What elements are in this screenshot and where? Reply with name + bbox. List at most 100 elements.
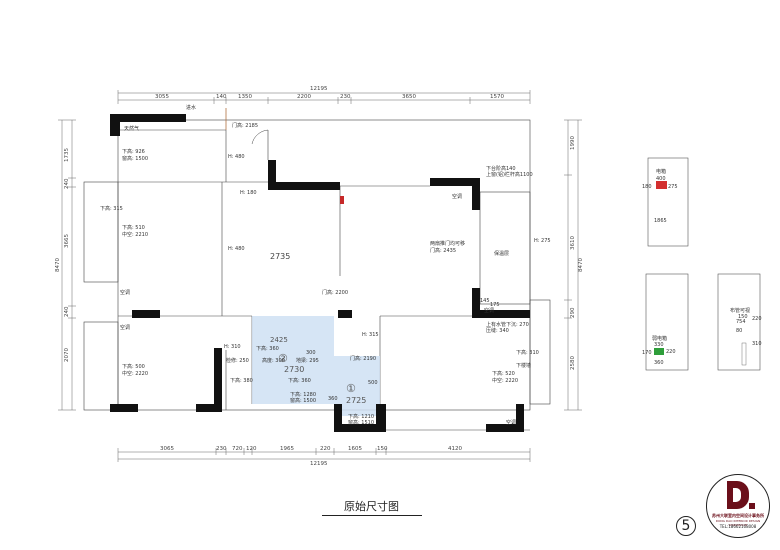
note-h310: H: 310: [224, 344, 241, 350]
bathroom-2-area: [252, 316, 334, 404]
note-balcony-door-h: 门高: 2435: [430, 247, 456, 254]
note-tianranqi: 天然气: [124, 125, 139, 132]
detail-weak-box: 弱电箱 330 170 220 360: [642, 273, 689, 371]
note-top-text-1: 下台阶高140: [486, 165, 516, 172]
right-dim-2: 3610: [570, 236, 576, 250]
note-h275: H: 275: [534, 238, 551, 244]
top-total-dim: 12195: [310, 86, 328, 92]
note-b1-beam1: 窗高: 1500: [290, 397, 316, 404]
detail-electric-box: 电箱 400 180 275 1865: [642, 157, 689, 247]
note-baowenceng: 保温层: [494, 250, 509, 257]
left-dim-2: 240: [64, 178, 70, 189]
note-fenxiang: 检修: 250: [226, 357, 249, 364]
detail-2-f: 310: [752, 341, 762, 347]
note-h480b: H: 480: [228, 246, 245, 252]
note-kitchen-down: 下高: 926: [122, 148, 145, 155]
bottom-dim-8: 150: [377, 446, 388, 452]
door-swing-arc: [251, 129, 269, 145]
note-br-down: 下高: 520: [492, 370, 515, 377]
bottom-dimensions: 3065 230 720 120 1965 220 1605 150 4120 …: [117, 446, 531, 467]
note-h180: H: 180: [240, 190, 257, 196]
top-dim-7: 1570: [490, 94, 504, 100]
logo-mark-icon: [727, 481, 749, 509]
logo-subtitle: DONG DAO INTERIOR DESIGN WORKROOM: [715, 519, 761, 527]
top-dim-2: 140: [216, 94, 227, 100]
circle-1: ①: [346, 382, 356, 395]
bottom-dim-3: 720: [232, 446, 243, 452]
note-b2-gaodu: 高度: 300: [262, 357, 285, 364]
left-dim-5: 2070: [64, 348, 70, 362]
page-number: 5: [676, 516, 696, 536]
bottom-dim-1: 3065: [160, 446, 174, 452]
detail-2-c: 754: [736, 319, 746, 325]
logo-dot-icon: [749, 503, 755, 509]
detail-pipe-view: 布管可视 150 754 220 80 310: [717, 273, 762, 371]
detail-2-b: 150: [738, 314, 748, 320]
left-dim-4: 240: [64, 306, 70, 317]
note-b2-down2: 下高: 360: [288, 377, 311, 384]
note-door2200: 门高: 2200: [322, 289, 348, 296]
note-n360: 360: [328, 396, 338, 402]
note-kitchen-beam: 窗高: 1500: [122, 155, 148, 162]
wall-marker: [340, 196, 344, 204]
note-down315: 下高: 315: [100, 205, 123, 212]
right-dim-1: 1990: [570, 136, 576, 150]
top-dim-3: 1350: [238, 94, 252, 100]
note-room-l-mid: 中空: 2210: [122, 231, 148, 238]
note-br-top2: 压缝: 340: [486, 327, 509, 334]
left-total-dim: 8470: [55, 258, 61, 272]
note-top-text-2: 上窗(铝)栏杆高1100: [486, 171, 533, 178]
top-dim-6: 3650: [402, 94, 416, 100]
detail-2-title: 布管可视: [730, 307, 750, 314]
note-br-xia: 下楼墙: [516, 362, 531, 369]
note-145: 145: [480, 298, 490, 304]
bottom-dim-5: 1965: [280, 446, 294, 452]
detail-3-w: 330: [654, 342, 664, 348]
detail-3-l: 170: [642, 350, 652, 356]
note-ac-4: 空调: [484, 307, 494, 314]
right-total-dim: 8470: [578, 258, 584, 272]
note-br-mid: 中空: 2220: [492, 377, 518, 384]
page-title: 原始尺寸图: [344, 500, 399, 513]
left-dim-1: 1735: [64, 148, 70, 162]
note-br-h310: 下高: 310: [516, 349, 539, 356]
bottom-dim-2: 230: [216, 446, 227, 452]
detail-3-r: 220: [666, 349, 676, 355]
company-logo: 苏州大联室内空间设计事务所 DONG DAO INTERIOR DESIGN W…: [706, 474, 770, 538]
detail-2-e: 220: [752, 316, 762, 322]
note-175: 175: [490, 302, 500, 308]
left-dimensions: 1735 240 3665 240 2070 8470: [55, 119, 76, 411]
detail-1-h: 1865: [654, 218, 667, 224]
top-dimensions: 12195 3055 140 1350 2200 230 3650 1570: [117, 86, 531, 104]
logo-name: 苏州大联室内空间设计事务所: [712, 513, 764, 518]
top-dim-1: 3055: [155, 94, 169, 100]
note-bl-mid: 中空: 2220: [122, 370, 148, 377]
note-h480a: H: 480: [228, 154, 245, 160]
note-jinshui: 进水: [186, 104, 196, 111]
note-ac-3: 空调: [452, 193, 462, 200]
room-bath1-label: 2425: [270, 336, 288, 344]
note-bl-down: 下高: 500: [122, 363, 145, 370]
detail-1-r: 275: [668, 184, 678, 190]
detail-2-d: 80: [736, 328, 742, 334]
note-b2-down: 下高: 360: [256, 345, 279, 352]
room-living-label: 2735: [270, 252, 290, 261]
note-b1-beam2: 窗高: 1510: [348, 419, 374, 426]
top-dim-5: 230: [340, 94, 351, 100]
note-b1-down2: 下高: 1210: [348, 413, 374, 420]
logo-phone: TEL:18662168008: [719, 524, 757, 529]
note-n500: 500: [368, 380, 378, 386]
detail-3-b: 360: [654, 360, 664, 366]
structural-walls: [110, 114, 530, 432]
top-dim-4: 2200: [297, 94, 311, 100]
bottom-total-dim: 12195: [310, 461, 328, 467]
note-ac-1: 空调: [120, 289, 130, 296]
detail-1-title: 电箱: [656, 168, 666, 175]
note-ac-5: 空调: [506, 419, 516, 426]
note-door2190: 门高: 2190: [350, 355, 376, 362]
note-b1-down1: 下高: 1280: [290, 391, 316, 398]
note-h380: 下高: 380: [230, 377, 253, 384]
right-dimensions: 1990 3610 290 2580 8470: [564, 119, 584, 411]
circle-2: ②: [278, 352, 288, 365]
